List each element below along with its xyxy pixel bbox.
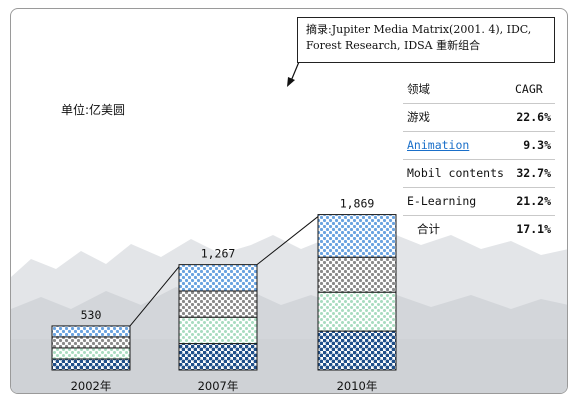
bar-segment-0-1 [51, 336, 131, 349]
category-label: 2010年 [337, 379, 378, 393]
cagr-row-value: 32.7% [511, 159, 555, 188]
chart-frame: 530 2002年 1,267 2007年 1,869 2010年 摘录:Jupiter … [10, 8, 568, 394]
cagr-row-total: 合计 17.1% [403, 215, 555, 243]
cagr-row-label: Mobil contents [403, 159, 511, 188]
cagr-table: 领域 CAGR 游戏 22.6% Animation 9.3% Mobil co… [403, 75, 555, 243]
cagr-row-animation: Animation 9.3% [403, 131, 555, 160]
bar-segment-1-2 [178, 316, 258, 345]
bar-segment-1-3 [178, 343, 258, 371]
cagr-row-mobile: Mobil contents 32.7% [403, 159, 555, 188]
unit-label: 单位:亿美圆 [61, 103, 126, 117]
total-label: 1,267 [201, 247, 236, 261]
cagr-row-value: 9.3% [511, 131, 555, 160]
bar-segment-0-3 [51, 358, 131, 371]
cagr-row-value: 22.6% [511, 103, 555, 132]
cagr-total-value: 17.1% [516, 222, 551, 237]
cagr-row-elearning: E-Learning 21.2% [403, 187, 555, 216]
cagr-row-label: 游戏 [403, 103, 511, 132]
cagr-total-label: 合计 [417, 222, 440, 237]
growth-line-top-0 [129, 266, 180, 327]
cagr-row-value: 21.2% [511, 187, 555, 216]
bar-segment-2-1 [317, 256, 397, 293]
cagr-table-header: 领域 CAGR [403, 75, 555, 104]
source-note: 摘录:Jupiter Media Matrix(2001. 4), IDC, F… [297, 17, 555, 63]
cagr-row-label: E-Learning [403, 187, 511, 216]
bar-segment-2-3 [317, 330, 397, 371]
bar-segment-0-0 [51, 325, 131, 338]
category-label: 2002年 [71, 379, 112, 393]
animation-link[interactable]: Animation [407, 138, 470, 152]
stacked-bar-chart: 530 2002年 1,267 2007年 1,869 2010年 [11, 56, 567, 393]
bar-segment-1-0 [178, 264, 258, 292]
bar-segment-2-0 [317, 214, 397, 258]
cagr-header-value: CAGR [511, 75, 555, 104]
bar-segment-2-2 [317, 291, 397, 332]
total-label: 530 [81, 308, 102, 322]
cagr-header-label: 领域 [403, 75, 511, 104]
source-arrow-head [287, 77, 295, 87]
growth-line-top-1 [256, 216, 319, 266]
total-label: 1,869 [340, 197, 375, 211]
cagr-row-games: 游戏 22.6% [403, 103, 555, 132]
bar-segment-1-1 [178, 290, 258, 318]
bar-segment-0-2 [51, 347, 131, 360]
category-label: 2007年 [198, 379, 239, 393]
bars-layer: 530 2002年 1,267 2007年 1,869 2010年 [51, 197, 397, 393]
